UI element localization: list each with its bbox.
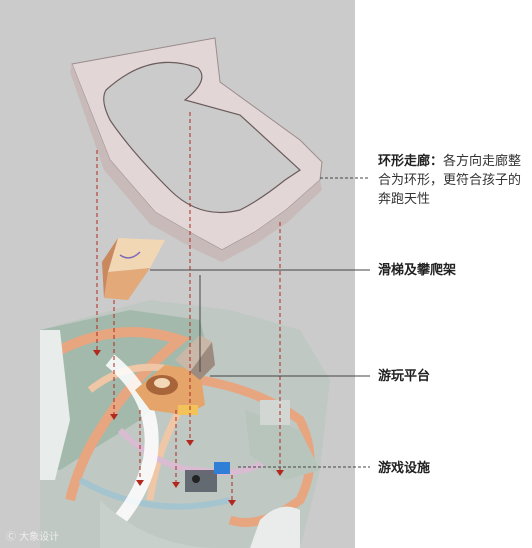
leader-lines xyxy=(150,177,370,468)
watermark: Ⓒ 大象设计 xyxy=(6,532,60,543)
ring-corridor-label: 环形走廊：各方向走廊整合为环形，更符合孩子的奔跑天性 xyxy=(378,152,528,209)
slide-climbing-title: 滑梯及攀爬架 xyxy=(378,263,457,278)
site-base-layer xyxy=(40,300,330,548)
slide-climbing-model xyxy=(102,238,165,300)
projection-guide-lines xyxy=(96,112,281,500)
play-platform-label: 游玩平台 xyxy=(378,367,430,386)
projection-arrowheads xyxy=(93,350,284,506)
ring-corridor-model xyxy=(70,37,323,262)
ring-corridor-title: 环形走廊： xyxy=(378,154,444,169)
game-facilities-label: 游戏设施 xyxy=(378,459,430,478)
ring-corridor-description: 各方向走廊整合为环形，更符合孩子的奔跑天性 xyxy=(378,154,522,207)
slide-climbing-label: 滑梯及攀爬架 xyxy=(378,261,456,280)
play-platform-title: 游玩平台 xyxy=(378,369,431,384)
play-platform-model xyxy=(135,335,215,415)
game-facilities-title: 游戏设施 xyxy=(378,461,431,476)
